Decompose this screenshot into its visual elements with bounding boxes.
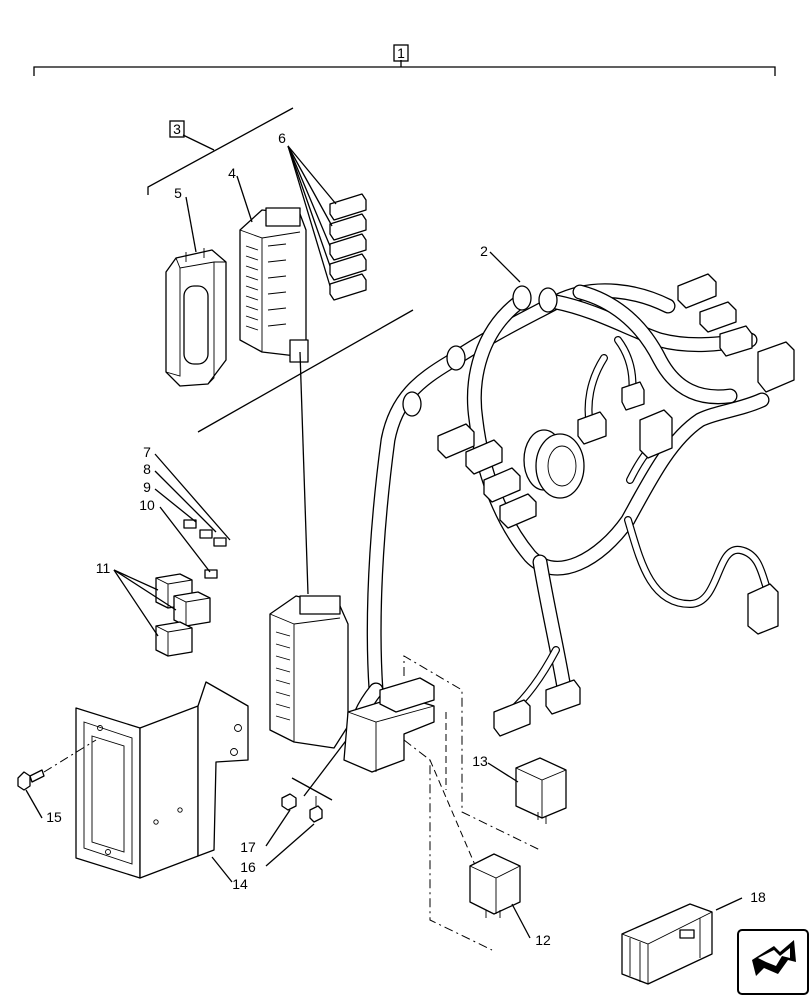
callout-2: 2 <box>480 243 488 259</box>
connector-cover-part <box>165 248 227 387</box>
callout-5: 5 <box>174 185 182 201</box>
callout-13: 13 <box>472 753 488 769</box>
wiring-harness-part <box>349 273 795 756</box>
relay-13-part <box>515 757 567 824</box>
screw-part <box>309 796 323 823</box>
callout-15: 15 <box>46 809 62 825</box>
callout-17: 17 <box>240 839 256 855</box>
relay-holder-part <box>343 677 435 773</box>
callout-3: 3 <box>173 121 181 137</box>
connector-housing-part <box>239 207 309 363</box>
callout-9: 9 <box>143 479 151 495</box>
kit-crate-part <box>621 903 713 985</box>
callout-1: 1 <box>397 45 405 61</box>
callout-7: 7 <box>143 444 151 460</box>
callout-10: 10 <box>139 497 155 513</box>
terminal-strips-part <box>329 193 367 301</box>
callout-8: 8 <box>143 461 151 477</box>
callout-12: 12 <box>535 932 551 948</box>
assembled-connector-part <box>269 595 349 749</box>
callout-18: 18 <box>750 889 766 905</box>
callout-6: 6 <box>278 130 286 146</box>
terminal-clips-part <box>183 519 227 579</box>
nut-part <box>281 793 297 811</box>
relay-12-part <box>469 853 521 918</box>
callout-14: 14 <box>232 876 248 892</box>
subassembly-bracket-3: 3 <box>147 107 294 195</box>
mini-relays-part <box>155 573 211 657</box>
bolt-part <box>17 769 45 791</box>
callout-16: 16 <box>240 859 256 875</box>
mounting-bracket-part <box>75 681 249 879</box>
next-page-arrow-icon[interactable] <box>737 929 809 995</box>
assembly-bracket-1: 1 <box>33 44 776 76</box>
callout-11: 11 <box>96 560 111 576</box>
callout-4: 4 <box>228 165 236 181</box>
